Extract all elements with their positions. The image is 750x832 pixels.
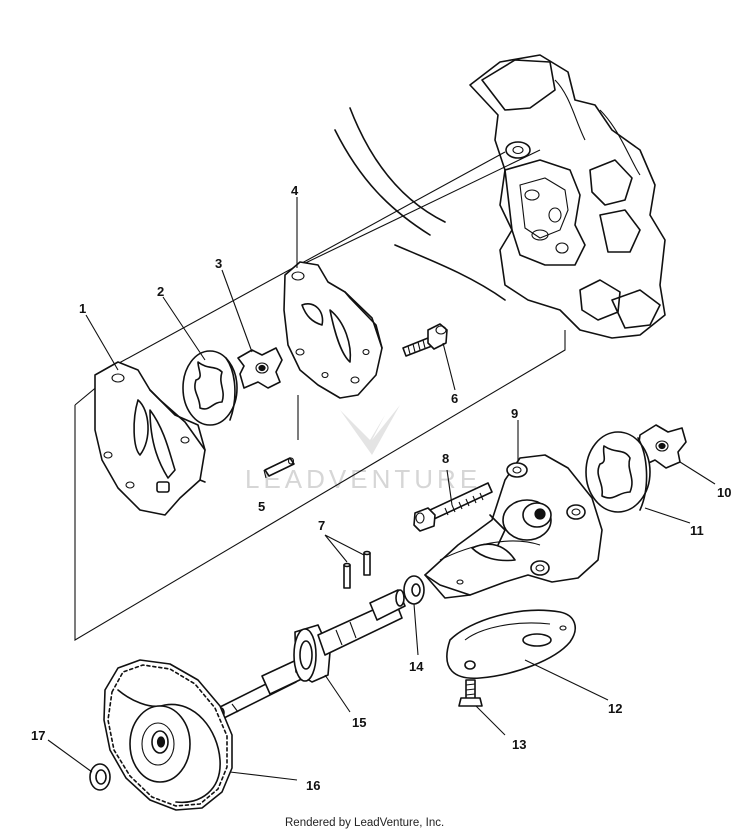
part-8-bolt [413,482,493,532]
callout-5: 5 [258,499,265,514]
part-12-plate [446,609,576,680]
callout-2: 2 [157,284,164,299]
part-5-dowel-pin [264,457,295,477]
part-7-pins [343,550,371,589]
part-13-screw [458,679,483,707]
callout-3: 3 [215,256,222,271]
callout-9: 9 [511,406,518,421]
callout-6: 6 [451,391,458,406]
leader-lines [47,197,716,781]
callout-14: 14 [409,659,424,674]
part-17-ring [89,763,111,791]
callout-4: 4 [291,183,299,198]
engine-crankcase [334,54,666,339]
part-2-outer-rotor [182,350,238,426]
callout-12: 12 [608,701,622,716]
callout-7: 7 [318,518,325,533]
callout-1: 1 [79,301,86,316]
part-1-pump-body [94,361,206,516]
alignment-lines [74,149,566,641]
footer-credit: Rendered by LeadVenture, Inc. [285,817,444,829]
part-14-washer [403,575,425,605]
callout-15: 15 [352,715,366,730]
part-3-inner-rotor [237,347,283,389]
callout-labels: 1 2 3 4 5 6 7 8 9 10 11 12 13 14 15 16 1… [31,183,731,793]
callout-17: 17 [31,728,45,743]
part-16-drive-gear [103,659,233,811]
part-9-pump-cover [424,454,603,599]
callout-16: 16 [306,778,320,793]
callout-10: 10 [717,485,731,500]
part-4-pump-plate [283,261,383,399]
part-11-outer-rotor [585,431,651,513]
callout-8: 8 [442,451,449,466]
part-6-screw [402,323,448,357]
part-15-pump-shaft [217,589,406,719]
callout-13: 13 [512,737,526,752]
callout-11: 11 [690,523,704,538]
watermark-logo: LEADVENTURE [245,405,477,494]
